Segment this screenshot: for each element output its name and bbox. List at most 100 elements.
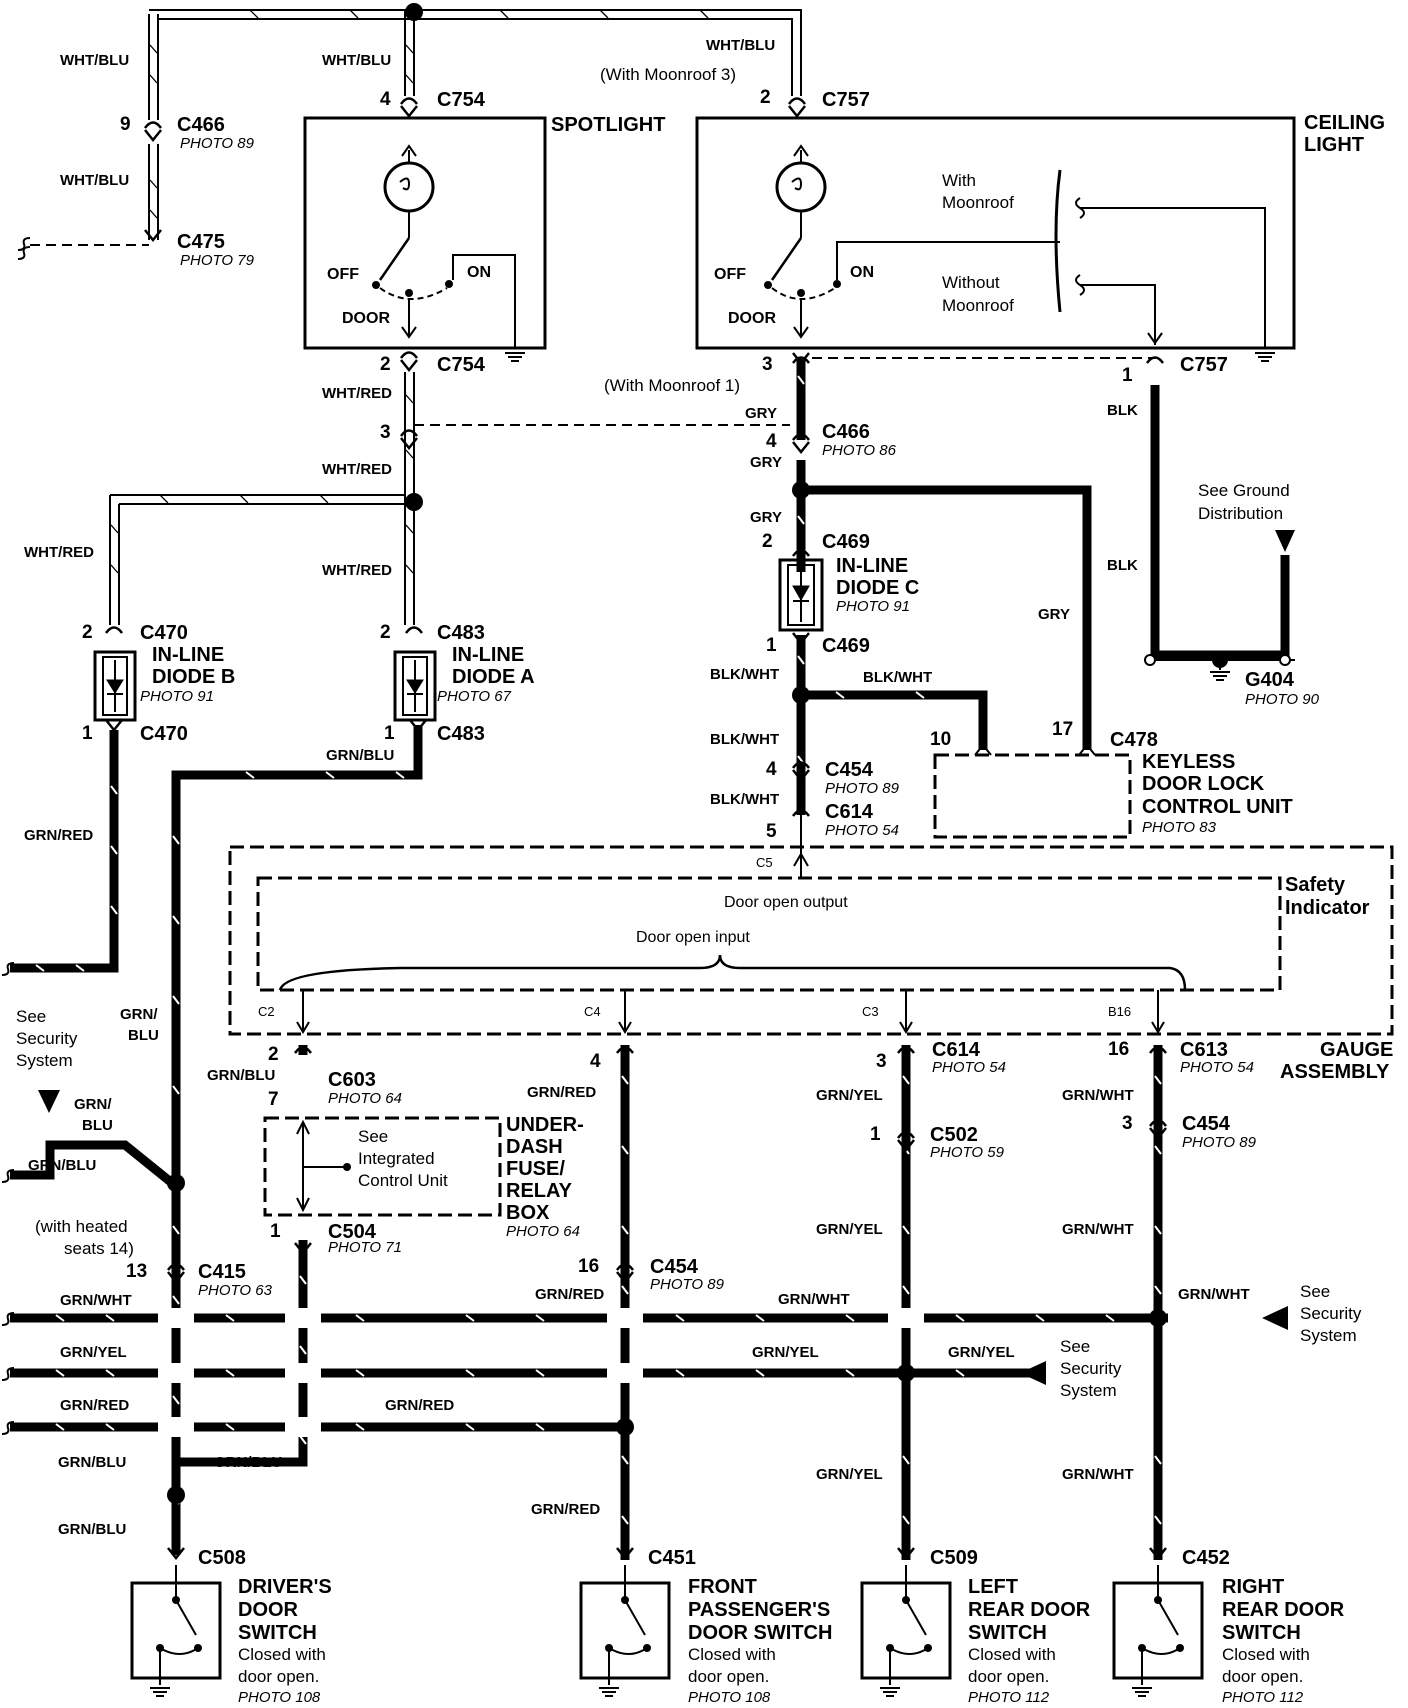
pin-number: 2 — [82, 622, 93, 643]
photo-ref: PHOTO 108 — [238, 1689, 321, 1706]
switch-label: OFF — [327, 266, 359, 283]
wire-label: GRN/BLU — [58, 1454, 127, 1471]
component-name: REAR DOOR — [1222, 1599, 1345, 1621]
component-name: UNDER- — [506, 1114, 584, 1136]
pin-number: 9 — [120, 114, 131, 135]
wire-label: GRN/YEL — [60, 1344, 127, 1361]
connector-id: C454 — [650, 1256, 698, 1278]
wire-label: GRY — [1038, 606, 1070, 623]
connector-id: C469 — [822, 635, 870, 657]
wire-label: BLU — [82, 1117, 113, 1134]
ceiling-ground-icon — [1254, 352, 1276, 362]
pin-number: 1 — [1122, 365, 1133, 386]
note-text: (With Moonroof 1) — [604, 376, 741, 395]
switch-label: ON — [467, 264, 491, 281]
pin-number: 1 — [384, 723, 395, 744]
note-text: door open. — [688, 1667, 770, 1686]
note-text: With — [942, 171, 976, 190]
wire-label: GRN/RED — [535, 1286, 605, 1303]
connector-id: C483 — [437, 622, 485, 644]
note-text: Security — [1300, 1304, 1362, 1323]
photo-ref: PHOTO 83 — [1142, 819, 1216, 836]
note-text: Control Unit — [358, 1171, 448, 1190]
note-text: See Ground — [1198, 481, 1290, 500]
component-name: SWITCH — [968, 1622, 1047, 1644]
terminal-label: C5 — [756, 855, 773, 870]
note-text: See — [16, 1007, 47, 1026]
wire-label: GRN/WHT — [1062, 1087, 1134, 1104]
wire-label: WHT/RED — [322, 385, 392, 402]
connector-id: C502 — [930, 1124, 978, 1146]
pin-number: 2 — [760, 87, 771, 108]
diode-c — [778, 558, 824, 632]
component-name: DRIVER'S — [238, 1576, 332, 1598]
note-text: Distribution — [1198, 504, 1284, 523]
switch-label: DOOR — [342, 310, 390, 327]
g404-ground-icon — [1209, 671, 1231, 681]
wire-gaps — [158, 1308, 924, 1437]
diode-a — [393, 650, 437, 722]
photo-ref: PHOTO 89 — [1182, 1134, 1256, 1151]
photo-ref: PHOTO 91 — [836, 598, 910, 615]
component-name: Safety — [1285, 874, 1346, 896]
spotlight-box — [303, 116, 547, 350]
thick-wires — [10, 358, 1290, 1560]
note-text: door open. — [968, 1667, 1050, 1686]
security-arrows — [38, 1090, 1288, 1385]
note-text: (With Moonroof 3) — [600, 65, 737, 84]
switch-ground-icon — [598, 1687, 620, 1697]
connector-symbols — [104, 97, 1168, 1560]
photo-ref: PHOTO 112 — [1222, 1689, 1304, 1706]
pin-number: 2 — [762, 531, 773, 552]
component-name: RELAY — [506, 1180, 572, 1202]
note-text: See — [1300, 1282, 1331, 1301]
component-name: IN-LINE — [452, 644, 525, 666]
component-name: DIODE B — [152, 666, 236, 688]
component-name: IN-LINE — [836, 555, 909, 577]
wire-label: BLK — [1107, 557, 1138, 574]
pin-number: 10 — [930, 729, 952, 750]
note-text: See — [1060, 1337, 1091, 1356]
wire-label: GRN/RED — [385, 1397, 455, 1414]
component-name: SPOTLIGHT — [551, 114, 666, 136]
terminal-label: C2 — [258, 1004, 275, 1019]
keyless-pins — [974, 743, 1096, 756]
note-text: seats 14) — [64, 1239, 134, 1258]
terminal-label: C3 — [862, 1004, 879, 1019]
component-name: IN-LINE — [152, 644, 225, 666]
ceiling-light-box — [695, 116, 1296, 350]
wire-label: GRN/YEL — [816, 1087, 883, 1104]
photo-ref: PHOTO 89 — [650, 1276, 724, 1293]
wire-label: WHT/BLU — [706, 37, 776, 54]
note-text: Integrated — [358, 1149, 435, 1168]
component-name: CEILING — [1304, 112, 1386, 134]
gauge-arrows — [278, 815, 1187, 1034]
note-text: System — [16, 1051, 73, 1070]
component-name: LIGHT — [1304, 134, 1364, 156]
pin-number: 17 — [1052, 719, 1074, 740]
dashed-links — [30, 244, 1155, 426]
thin-wires — [109, 9, 802, 625]
pin-number: 16 — [578, 1256, 600, 1277]
wire-label: GRN/RED — [531, 1501, 601, 1518]
pin-number: 5 — [766, 821, 777, 842]
switch-ground-icon — [879, 1687, 901, 1697]
photo-ref: PHOTO 112 — [968, 1689, 1050, 1706]
wire-label: WHT/BLU — [60, 52, 130, 69]
photo-ref: PHOTO 86 — [822, 442, 896, 459]
diode-b — [93, 650, 137, 722]
pin-number: 3 — [380, 422, 391, 443]
terminal-label: C4 — [584, 1004, 601, 1019]
pin-number: 2 — [380, 622, 391, 643]
pin-number: 13 — [126, 1261, 148, 1282]
photo-ref: PHOTO 90 — [1245, 691, 1319, 708]
connector-id: C613 — [1180, 1039, 1228, 1061]
component-name: REAR DOOR — [968, 1599, 1091, 1621]
connector-id: C470 — [140, 622, 188, 644]
photo-ref: PHOTO 64 — [506, 1223, 580, 1240]
wire-label: WHT/BLU — [60, 172, 130, 189]
wire-label: GRN/ — [120, 1006, 158, 1023]
wire-label: GRN/YEL — [816, 1466, 883, 1483]
note-text: Security — [1060, 1359, 1122, 1378]
